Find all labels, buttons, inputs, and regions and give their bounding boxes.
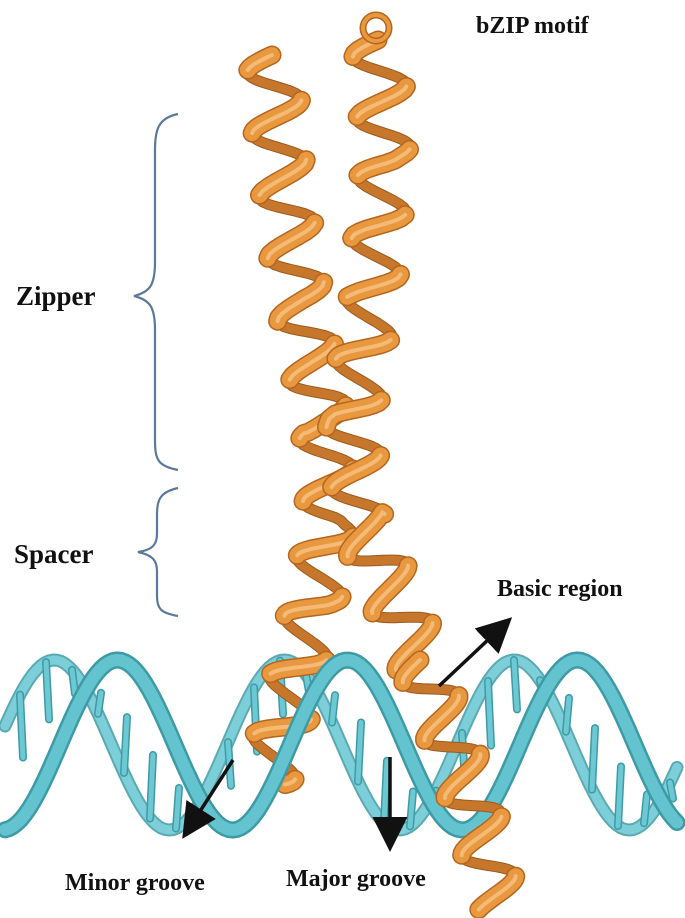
- spacer-label: Spacer: [14, 541, 93, 568]
- base-pair: [150, 755, 153, 819]
- right-helix-back: [358, 179, 407, 212]
- base-pair: [332, 695, 335, 723]
- right-helix-tail-back: [462, 857, 515, 874]
- base-pair: [566, 698, 569, 732]
- base-pair: [20, 695, 23, 758]
- base-pair: [98, 693, 101, 714]
- right-helix-back: [357, 120, 411, 147]
- figure-title: bZIP motif: [476, 14, 589, 38]
- base-pair: [410, 791, 413, 826]
- right-helix-back: [349, 558, 408, 563]
- base-pair: [618, 766, 621, 826]
- base-pair: [644, 794, 647, 823]
- major-groove-label: Major groove: [286, 867, 426, 891]
- right-helix-back: [354, 60, 406, 84]
- base-pair: [488, 681, 491, 746]
- base-pair: [72, 670, 75, 694]
- right-helix-back: [373, 614, 432, 621]
- left-helix-back: [300, 440, 353, 466]
- zipper-label: Zipper: [16, 283, 96, 310]
- right-helix-back: [336, 362, 382, 397]
- right-helix-back: [353, 242, 400, 271]
- base-pair: [176, 788, 179, 829]
- base-pair: [592, 728, 595, 790]
- base-pair: [670, 783, 673, 799]
- left-helix-back: [284, 618, 327, 659]
- base-pair: [384, 761, 387, 823]
- minor-groove-label: Minor groove: [65, 871, 205, 895]
- dna-back-strand: [5, 660, 677, 830]
- base-pair: [358, 722, 361, 781]
- left-helix-back: [297, 557, 342, 595]
- zipper-bracket: [134, 114, 178, 470]
- base-pair: [514, 660, 517, 709]
- basic-region-label: Basic region: [497, 577, 623, 601]
- base-pair: [124, 717, 127, 773]
- spacer-bracket: [138, 488, 178, 616]
- base-pair: [46, 662, 49, 719]
- left-helix-back: [290, 383, 347, 402]
